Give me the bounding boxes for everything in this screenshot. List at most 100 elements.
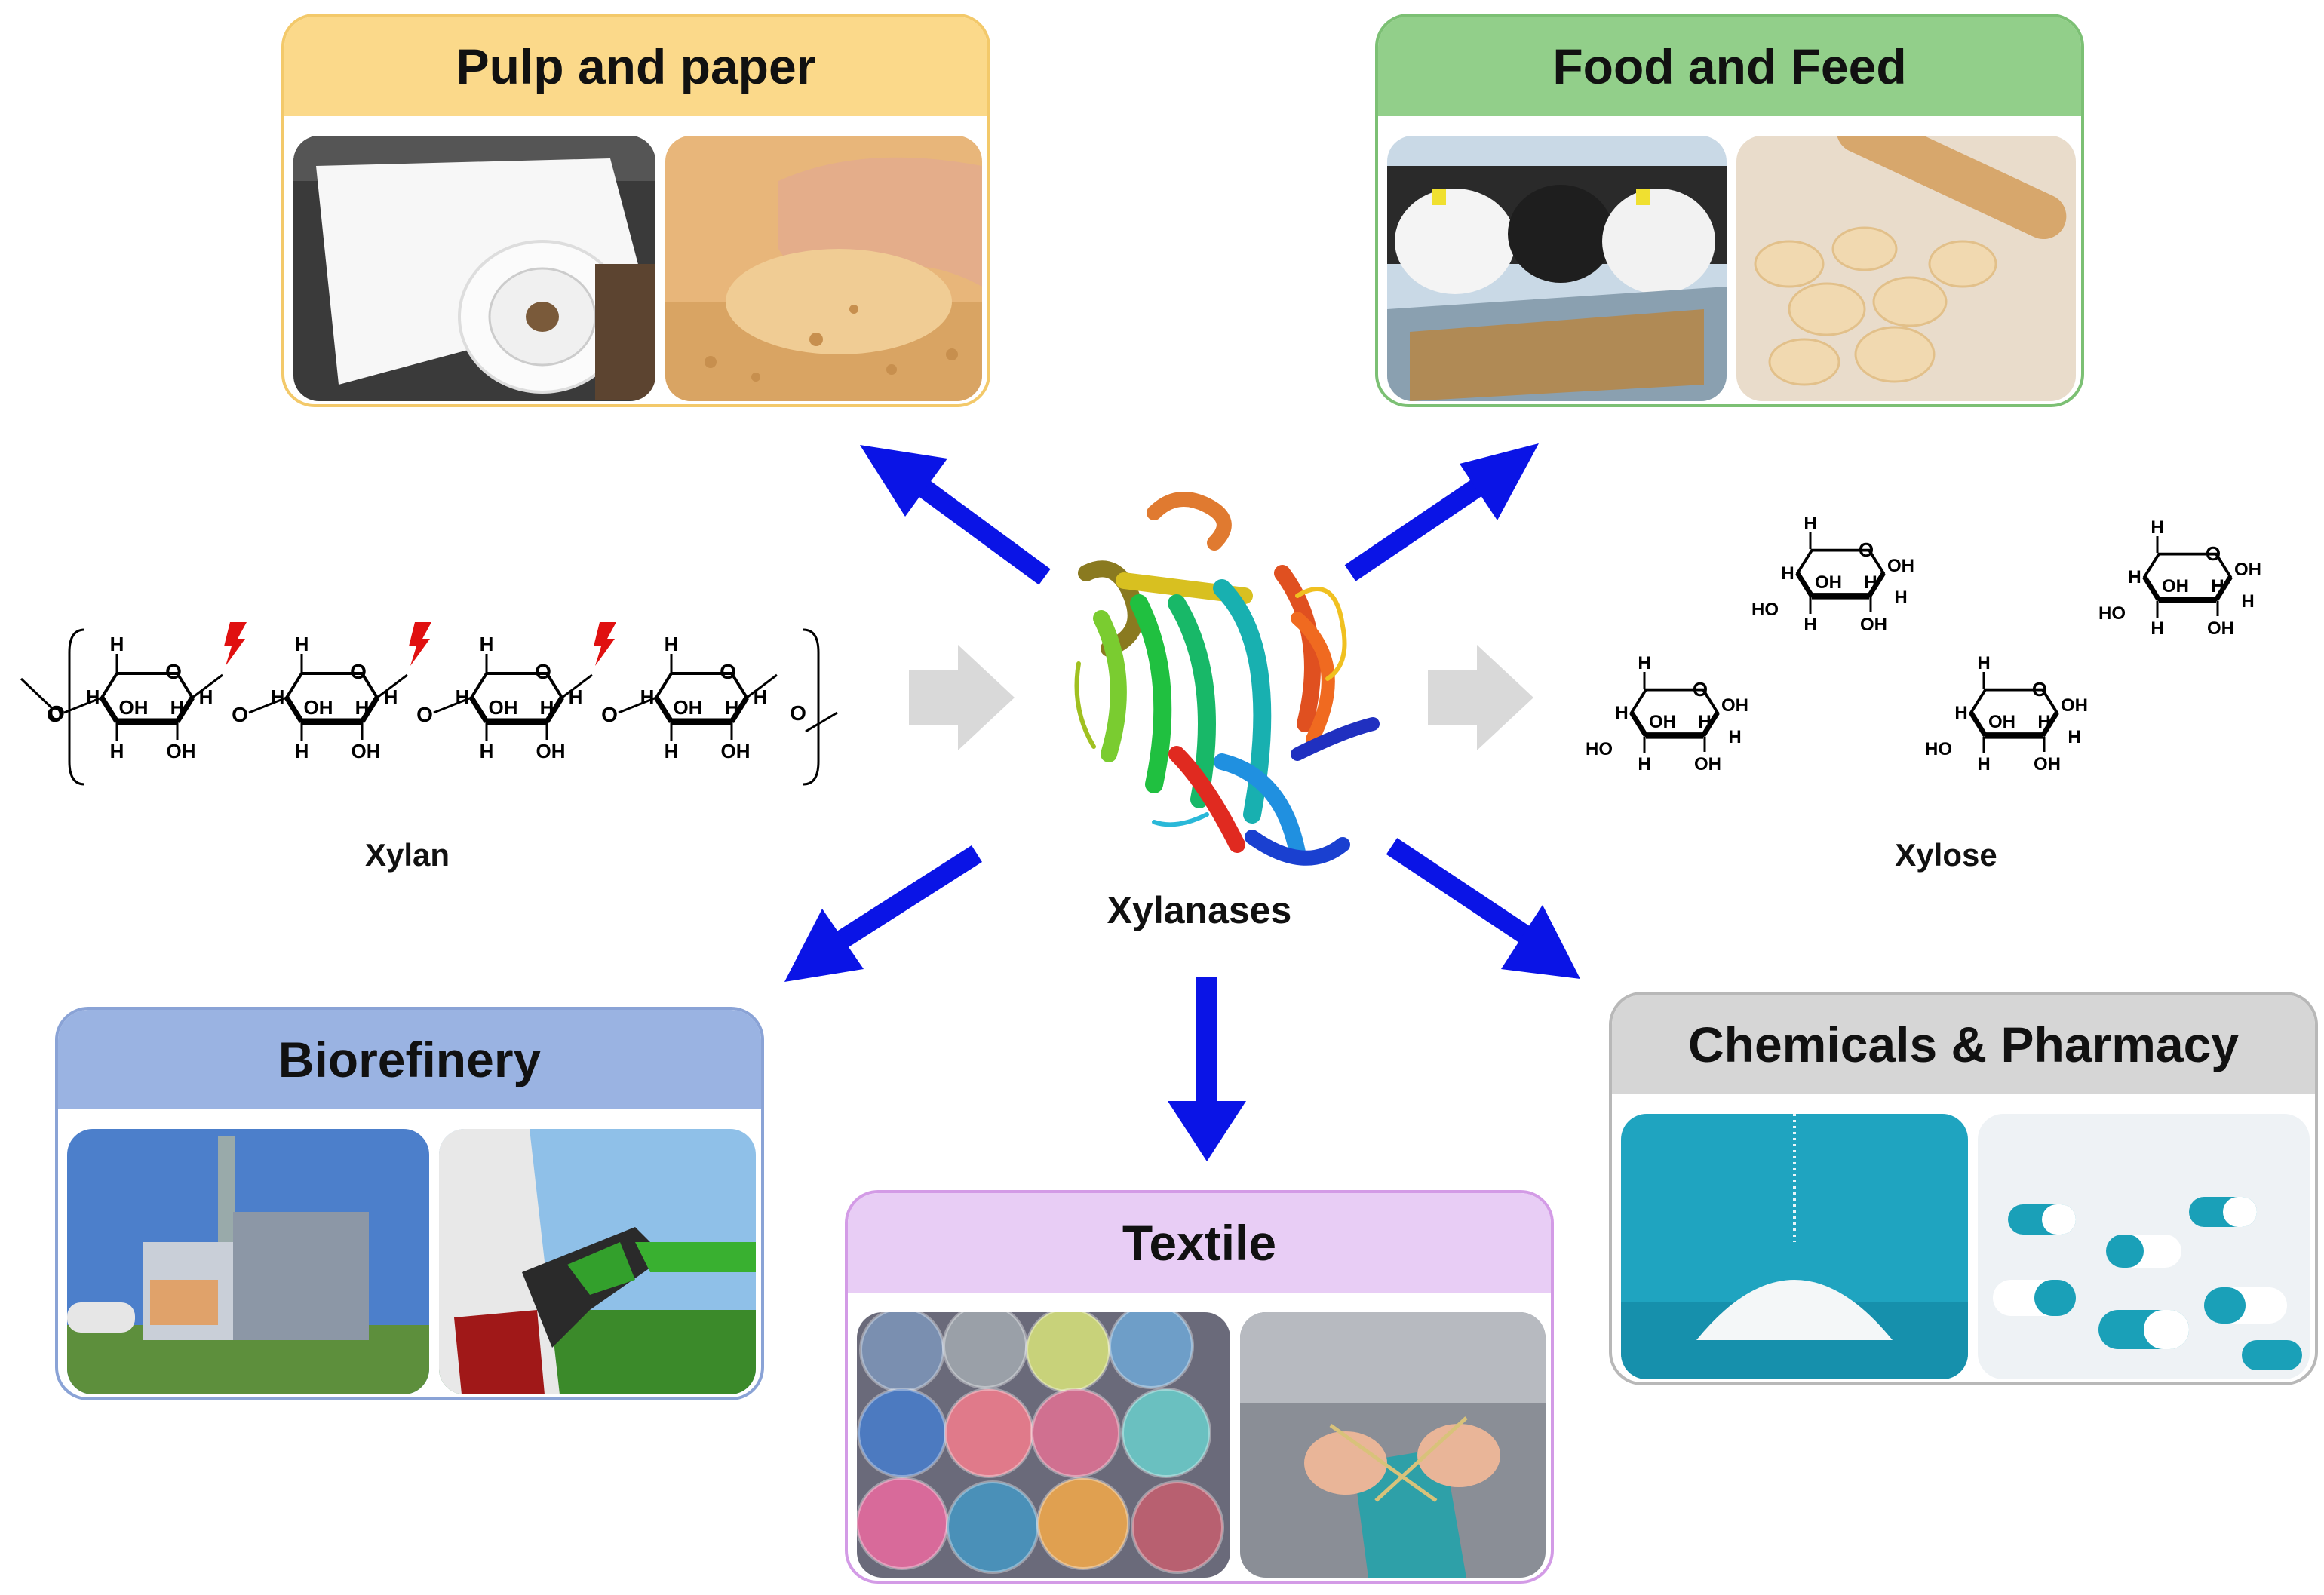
knitting-photo <box>1240 1312 1546 1578</box>
hydrogen-label: H <box>295 740 309 762</box>
hydrogen-label: H <box>1615 703 1628 723</box>
hydrogen-label: H <box>1954 703 1967 723</box>
hydrogen-label: H <box>2037 712 2050 732</box>
hydrogen-label: H <box>2151 618 2163 639</box>
ring-oxygen-label: O <box>2206 542 2221 565</box>
hydroxyl-label: HO <box>1751 600 1779 620</box>
protein-ribbon-icon <box>1074 492 1380 866</box>
arrow-head-food-and-feed <box>1460 443 1539 520</box>
cows-feeding-photo <box>1387 136 1727 401</box>
pulp-and-paper-header: Pulp and paper <box>284 17 987 116</box>
hydrogen-label: H <box>1781 563 1794 584</box>
pulp-and-paper-panel: Pulp and paper <box>281 14 990 407</box>
hydroxyl-label: OH <box>2034 754 2061 774</box>
hydrogen-label: H <box>1638 754 1650 774</box>
textile-header: Textile <box>848 1193 1551 1293</box>
xylan-label: Xylan <box>364 837 450 873</box>
chemicals-pharmacy-header: Chemicals & Pharmacy <box>1612 995 2315 1094</box>
hydrogen-label: H <box>86 686 100 708</box>
xylan-to-enzyme-arrow <box>909 645 1015 750</box>
food-and-feed-title: Food and Feed <box>1552 38 1907 94</box>
hydroxyl-label: OH <box>2162 576 2189 597</box>
arrow-to-chemicals-pharmacy <box>1386 838 1537 947</box>
hydrogen-label: H <box>1977 653 1990 673</box>
arrow-head-pulp-and-paper <box>860 445 947 517</box>
ring-oxygen-label: O <box>1859 538 1874 561</box>
hydrogen-label: H <box>1638 653 1650 673</box>
hydroxyl-label: HO <box>2098 603 2126 624</box>
white-powder-photo <box>1621 1114 1968 1379</box>
arrow-head-textile <box>1168 1101 1246 1161</box>
textile-title: Textile <box>1122 1215 1277 1271</box>
hydrogen-label: H <box>1977 754 1990 774</box>
ring-oxygen-label: O <box>165 660 182 683</box>
glycosidic-oxygen-label: O <box>416 703 433 726</box>
hydrogen-label: H <box>295 633 309 655</box>
cleavage-site-icon <box>224 622 247 666</box>
xylanases-label: Xylanases <box>1107 889 1292 931</box>
hydroxyl-label: OH <box>1887 556 1914 576</box>
hydrogen-label: H <box>110 633 124 655</box>
capsules-photo <box>1978 1114 2310 1379</box>
hydrogen-label: H <box>355 696 370 719</box>
hydroxyl-label: OH <box>167 740 196 762</box>
hydrogen-label: H <box>569 686 583 708</box>
hydroxyl-label: OH <box>2234 560 2261 580</box>
hydrogen-label: H <box>271 686 285 708</box>
biorefinery-plant-photo <box>67 1129 429 1394</box>
biorefinery-header: Biorefinery <box>58 1010 761 1109</box>
arrow-to-biorefinery <box>832 845 982 951</box>
hydroxyl-label: OH <box>1815 572 1842 593</box>
terminal-oxygen-label: O <box>48 701 65 725</box>
fuel-nozzle-photo <box>439 1129 756 1394</box>
food-and-feed-header: Food and Feed <box>1378 17 2081 116</box>
arrow-head-biorefinery <box>784 909 864 982</box>
chemicals-pharmacy-title: Chemicals & Pharmacy <box>1687 1017 2240 1072</box>
hydrogen-label: H <box>2151 517 2163 538</box>
biorefinery-panel: Biorefinery <box>55 1007 764 1400</box>
hydroxyl-label: OH <box>304 696 333 719</box>
arrow-to-pulp-and-paper <box>905 471 1051 585</box>
hydrogen-label: H <box>1804 514 1816 534</box>
hydrogen-label: H <box>1864 572 1877 593</box>
cleavage-site-icon <box>594 622 616 666</box>
hydrogen-label: H <box>170 696 185 719</box>
hydroxyl-label: OH <box>2061 695 2088 716</box>
pulp-and-paper-title: Pulp and paper <box>456 38 816 94</box>
textile-panel: Textile <box>845 1190 1554 1584</box>
hydrogen-label: H <box>640 686 655 708</box>
hydroxyl-label: OH <box>119 696 149 719</box>
hydroxyl-label: HO <box>1925 739 1952 759</box>
terminal-oxygen-label: O <box>790 701 806 725</box>
hydroxyl-label: OH <box>2207 618 2234 639</box>
ring-oxygen-label: O <box>535 660 551 683</box>
hydroxyl-label: OH <box>1988 712 2015 732</box>
hydrogen-label: H <box>384 686 398 708</box>
hydrogen-label: H <box>1804 615 1816 635</box>
hydroxyl-label: OH <box>1694 754 1721 774</box>
hydrogen-label: H <box>725 696 739 719</box>
hydrogen-label: H <box>2211 576 2224 597</box>
food-and-feed-panel: Food and Feed <box>1375 14 2084 407</box>
xylose-label: Xylose <box>1895 837 1997 873</box>
hydrogen-label: H <box>754 686 768 708</box>
ring-oxygen-label: O <box>1693 678 1708 701</box>
hydroxyl-label: OH <box>1721 695 1748 716</box>
hydroxyl-label: OH <box>721 740 751 762</box>
dough-balls-photo <box>1736 136 2076 401</box>
arrow-to-food-and-feed <box>1344 471 1496 581</box>
hydrogen-label: H <box>199 686 213 708</box>
arrow-head-chemicals-pharmacy <box>1501 905 1580 979</box>
hydrogen-label: H <box>1698 712 1711 732</box>
glycosidic-oxygen-label: O <box>47 703 63 726</box>
hydrogen-label: H <box>665 740 679 762</box>
hydrogen-label: H <box>1894 587 1907 608</box>
enzyme-to-xylose-arrow <box>1428 645 1533 750</box>
hydrogen-label: H <box>480 740 494 762</box>
hydrogen-label: H <box>2068 727 2080 747</box>
chemicals-pharmacy-panel: Chemicals & Pharmacy <box>1609 992 2318 1385</box>
hydroxyl-label: OH <box>536 740 566 762</box>
wood-chips-photo <box>665 136 982 401</box>
